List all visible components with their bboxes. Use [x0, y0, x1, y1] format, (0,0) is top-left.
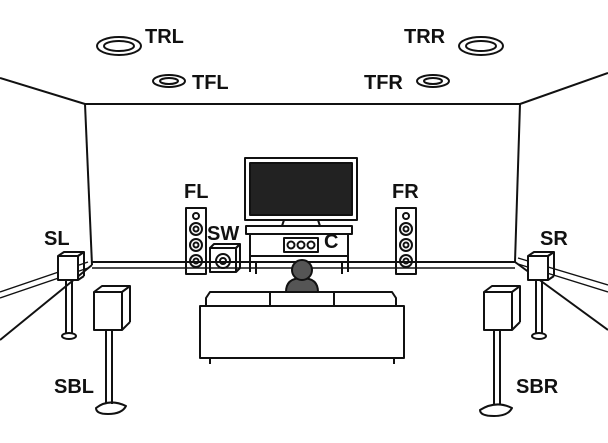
speaker-surround-right	[527, 251, 555, 340]
label-sr: SR	[540, 228, 568, 250]
label-sw: SW	[207, 223, 239, 245]
label-tfl: TFL	[192, 72, 229, 94]
speaker-surround-left	[57, 251, 85, 340]
label-tfr: TFR	[364, 72, 403, 94]
label-sbl: SBL	[54, 376, 94, 398]
speaker-surround-back-left	[93, 285, 131, 415]
speaker-top-rear-right	[458, 36, 504, 56]
speaker-top-rear-left	[96, 36, 142, 56]
sofa	[199, 291, 405, 364]
listener	[285, 259, 319, 293]
tv	[244, 157, 358, 227]
label-sbr: SBR	[516, 376, 559, 398]
label-trl: TRL	[145, 26, 184, 48]
speaker-top-front-left	[152, 74, 186, 88]
speaker-center	[283, 237, 319, 253]
speaker-surround-back-right	[479, 285, 521, 417]
label-c: C	[324, 231, 338, 253]
speaker-front-right	[395, 207, 417, 275]
label-sl: SL	[44, 228, 70, 250]
label-fr: FR	[392, 181, 419, 203]
label-fl: FL	[184, 181, 208, 203]
speaker-front-left	[185, 207, 207, 275]
label-trr: TRR	[404, 26, 446, 48]
tv-stand	[245, 225, 353, 274]
speaker-subwoofer	[209, 243, 241, 273]
speaker-top-front-right	[416, 74, 450, 88]
